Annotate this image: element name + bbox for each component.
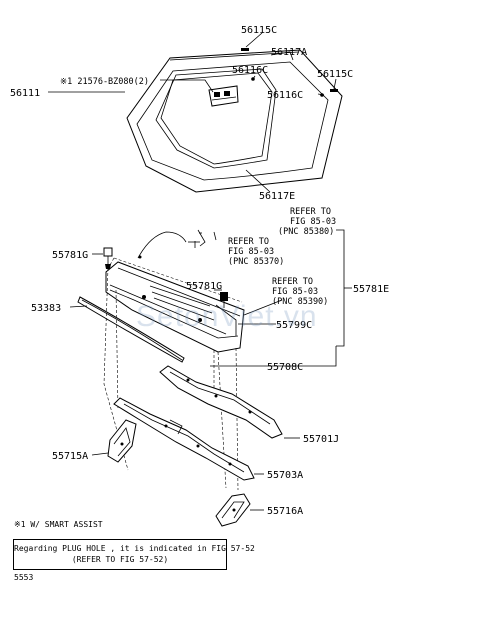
- label-55708c: 55708C: [267, 362, 303, 373]
- label-55781e: 55781E: [353, 284, 389, 295]
- figure-number: 5553: [14, 573, 34, 582]
- label-55799c: 55799C: [276, 320, 312, 331]
- note-line-1: Regarding PLUG HOLE , it is indicated in…: [14, 544, 255, 553]
- label-55781g-mid: 55781G: [186, 281, 222, 292]
- ref3-line1: REFER TO: [272, 277, 313, 287]
- bracket-55716a: [215, 493, 251, 527]
- ref2-line2: FIG 85-03: [228, 247, 274, 257]
- label-55715a: 55715A: [52, 451, 88, 462]
- ref3-line3: (PNC 85390): [272, 297, 328, 307]
- ref1-line2: FIG 85-03: [290, 217, 336, 227]
- clip-55781g-mid: [220, 292, 228, 308]
- clip-55781g-left: [103, 247, 113, 269]
- label-55703a: 55703A: [267, 470, 303, 481]
- label-56115c-top: 56115C: [241, 25, 277, 36]
- cowl-panel-55701j: [159, 365, 283, 439]
- label-21576: ※1 21576-BZ080(2): [60, 77, 149, 87]
- ref2-line1: REFER TO: [228, 237, 269, 247]
- ref3-line2: FIG 85-03: [272, 287, 318, 297]
- label-56115c-right: 56115C: [317, 69, 353, 80]
- plug-hole-note: Regarding PLUG HOLE , it is indicated in…: [13, 539, 255, 570]
- label-55781g-left: 55781G: [52, 250, 88, 261]
- windshield-glass: [126, 48, 343, 193]
- cowl-panel-55703a: [113, 397, 255, 481]
- camera-bracket: [208, 85, 239, 107]
- ref2-line3: (PNC 85370): [228, 257, 284, 267]
- footnote: ※1 W/ SMART ASSIST: [14, 520, 103, 529]
- ref1-line3: (PNC 85380): [278, 227, 334, 237]
- label-56117e: 56117E: [259, 191, 295, 202]
- label-55701j: 55701J: [303, 434, 339, 445]
- label-53383: 53383: [31, 303, 61, 314]
- weatherstrip-53383: [77, 296, 185, 363]
- cowl-louver: [105, 261, 245, 353]
- watermark: SetonViet.vn: [136, 300, 318, 333]
- ref1-line1: REFER TO: [290, 207, 331, 217]
- label-56116c-top: 56116C: [232, 65, 268, 76]
- label-55716a: 55716A: [267, 506, 303, 517]
- label-56117a: 56117A: [271, 47, 307, 58]
- clip-56115c-top: [241, 48, 249, 51]
- label-56116c-right: 56116C: [267, 90, 303, 101]
- clip-56115c-right: [330, 89, 338, 92]
- label-56111: 56111: [10, 88, 40, 99]
- bracket-55715a: [107, 419, 137, 463]
- note-line-2: (REFER TO FIG 57-52): [71, 555, 169, 564]
